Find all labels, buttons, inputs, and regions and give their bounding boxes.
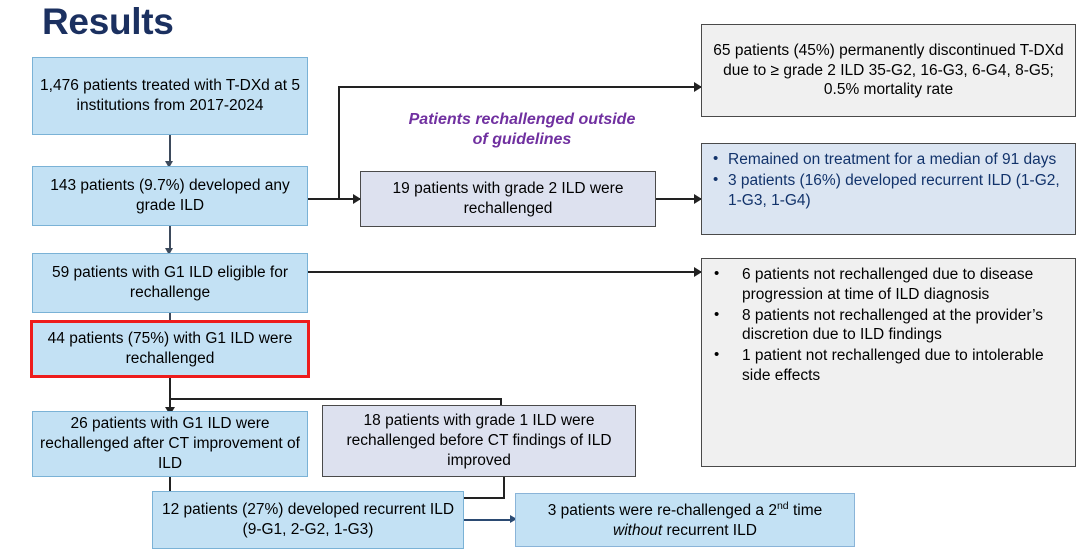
connector-rechallenged-stem (169, 378, 171, 400)
node-grade2-rechallenged: 19 patients with grade 2 ILD were rechal… (360, 171, 656, 227)
arrowhead-to-discontinued (694, 82, 702, 92)
arrowhead-to-grade2-outcomes (694, 194, 702, 204)
node-recurrent-ild-label: 12 patients (27%) developed recurrent IL… (161, 501, 455, 538)
node-any-grade-ild: 143 patients (9.7%) developed any grade … (32, 166, 308, 226)
caption-line-1: Patients rechallenged outside (408, 111, 636, 128)
connector-anygrade-top-run (338, 86, 701, 88)
connector-rechallenged-left-drop (169, 398, 171, 411)
connector-before-ct-down (503, 477, 505, 499)
connector-anygrade-out (308, 198, 360, 200)
list-item: 6 patients not rechallenged due to disea… (714, 264, 1065, 305)
node-rechallenged-g1-highlighted: 44 patients (75%) with G1 ILD were recha… (30, 320, 310, 378)
connector-rechallenged-right-drop (500, 398, 502, 411)
connector-after-ct-down (169, 477, 171, 499)
connector-cohort-to-anygrade (169, 135, 171, 164)
connector-eligible-to-reasons (308, 271, 701, 273)
ordinal-suffix: nd (776, 499, 789, 512)
node-not-rechallenged-reasons: 6 patients not rechallenged due to disea… (701, 258, 1076, 467)
arrowhead-anygrade-to-eligible (165, 248, 173, 255)
node-discontinued: 65 patients (45%) permanently discontinu… (701, 24, 1076, 117)
caption-rechallenged-outside-guidelines: Patients rechallenged outside of guideli… (372, 110, 672, 149)
arrowhead-to-second-rechallenge (510, 515, 517, 523)
not-rechallenged-reasons-list: 6 patients not rechallenged due to disea… (710, 264, 1065, 386)
caption-line-2: of guidelines (472, 130, 572, 148)
node-rechallenged-g1-label: 44 patients (75%) with G1 ILD were recha… (47, 330, 293, 367)
list-item: 8 patients not rechallenged at the provi… (714, 305, 1065, 346)
node-second-rechallenge: 3 patients were re-challenged a 2nd time… (515, 493, 855, 547)
connector-anygrade-riser (338, 86, 340, 199)
arrowhead-to-not-rechallenged-reasons (694, 267, 702, 277)
connector-rechallenged-horizontal (169, 398, 502, 400)
node-discontinued-label: 65 patients (45%) permanently discontinu… (713, 41, 1064, 99)
node-cohort: 1,476 patients treated with T-DXd at 5 i… (32, 57, 308, 135)
node-eligible-g1: 59 patients with G1 ILD eligible for rec… (32, 253, 308, 313)
emphasis-without: without (613, 521, 663, 539)
node-second-rechallenge-label: 3 patients were re-challenged a 2nd time… (547, 499, 823, 539)
page-title: Results (42, 1, 174, 42)
node-rechallenged-after-ct-label: 26 patients with G1 ILD were rechallenge… (40, 415, 300, 472)
node-cohort-label: 1,476 patients treated with T-DXd at 5 i… (40, 77, 300, 114)
connector-eligible-to-rechallenged (169, 313, 171, 323)
node-recurrent-ild: 12 patients (27%) developed recurrent IL… (152, 491, 464, 549)
arrowhead-cohort-to-anygrade (165, 161, 173, 168)
node-rechallenged-after-ct: 26 patients with G1 ILD were rechallenge… (32, 411, 308, 477)
list-item: Remained on treatment for a median of 91… (713, 149, 1065, 170)
list-item: 3 patients (16%) developed recurrent ILD… (713, 170, 1065, 211)
node-any-grade-ild-label: 143 patients (9.7%) developed any grade … (50, 177, 290, 214)
node-eligible-g1-label: 59 patients with G1 ILD eligible for rec… (51, 264, 289, 301)
connector-recurrent-to-second (464, 519, 513, 521)
arrowhead-to-grade2-rechallenged (353, 194, 361, 204)
node-grade2-outcomes: Remained on treatment for a median of 91… (701, 143, 1076, 235)
connector-grade2-to-outcomes (656, 198, 701, 200)
node-rechallenged-before-ct-label: 18 patients with grade 1 ILD were rechal… (346, 412, 612, 469)
list-item: 1 patient not rechallenged due to intole… (714, 345, 1065, 386)
node-rechallenged-before-ct: 18 patients with grade 1 ILD were rechal… (322, 405, 636, 477)
connector-anygrade-to-eligible (169, 226, 171, 251)
node-grade2-rechallenged-label: 19 patients with grade 2 ILD were rechal… (392, 180, 624, 217)
grade2-outcomes-list: Remained on treatment for a median of 91… (710, 149, 1065, 211)
